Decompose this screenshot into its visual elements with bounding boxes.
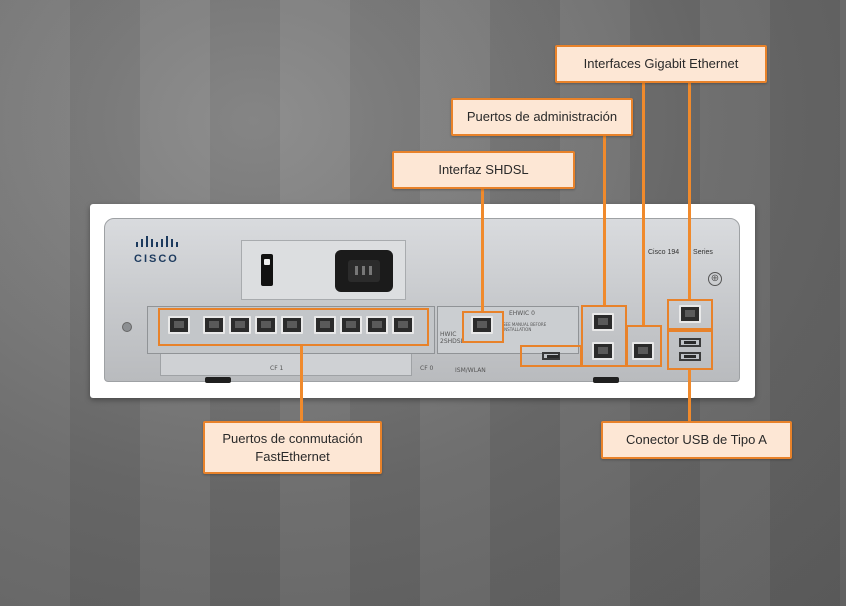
cisco-logo: CISCO	[134, 235, 188, 265]
model-text: Cisco 194 Series	[648, 249, 713, 256]
label-shdsl: Interfaz SHDSL	[392, 151, 575, 189]
shdsl-port[interactable]	[471, 316, 493, 334]
gigabit-line-right	[688, 82, 691, 299]
fastethernet-highlight	[158, 308, 429, 346]
label-gigabit-ethernet: Interfaces Gigabit Ethernet	[555, 45, 767, 83]
gigabit-highlight-right	[667, 299, 713, 330]
fe-port[interactable]	[340, 316, 362, 334]
gigabit-port-1[interactable]	[679, 305, 701, 323]
foot-right	[593, 377, 619, 383]
fe-port[interactable]	[229, 316, 251, 334]
foot-left	[205, 377, 231, 383]
screw-left	[122, 322, 132, 332]
fe-port[interactable]	[392, 316, 414, 334]
fe-port[interactable]	[168, 316, 190, 334]
shdsl-line	[481, 188, 484, 311]
mini-usb-highlight	[520, 345, 582, 367]
ehwic-label: EHWIC 0	[509, 310, 535, 317]
model-name: Cisco 194	[648, 249, 680, 256]
shdsl-module	[437, 306, 579, 354]
console-rj45-port[interactable]	[592, 313, 614, 331]
cisco-wordmark: CISCO	[134, 253, 179, 265]
hwic-label: HWIC	[440, 331, 457, 338]
cisco-bars-icon	[136, 236, 178, 247]
gigabit-line-left	[642, 82, 645, 325]
label-usb-type-a: Conector USB de Tipo A	[601, 421, 792, 459]
gigabit-port-0[interactable]	[632, 342, 654, 360]
label-fastethernet-line2: FastEthernet	[255, 448, 330, 464]
ground-icon: ⊕	[708, 272, 722, 286]
ehwic-note: SEE MANUAL BEFORE INSTALLATION	[503, 322, 547, 332]
label-fastethernet-line1: Puertos de conmutación	[222, 430, 363, 446]
gigabit-highlight-left	[626, 325, 662, 367]
cf1-label: CF 1	[270, 365, 284, 372]
fastethernet-line	[300, 346, 303, 422]
mini-usb-console-port[interactable]	[542, 352, 560, 360]
fe-port[interactable]	[255, 316, 277, 334]
label-fastethernet: Puertos de conmutación FastEthernet	[203, 421, 382, 474]
fe-port[interactable]	[203, 316, 225, 334]
shdsl-highlight	[462, 311, 504, 343]
cf0-label: CF 0	[420, 365, 434, 372]
usb-type-a-port-2[interactable]	[679, 352, 701, 361]
power-inlet-icon	[335, 250, 393, 292]
fe-port[interactable]	[314, 316, 336, 334]
usb-highlight	[667, 330, 713, 370]
usb-line	[688, 370, 691, 422]
lower-module-slot	[160, 352, 412, 376]
power-switch-icon[interactable]	[261, 254, 273, 286]
ism-wlan-label: ISM/WLAN	[455, 367, 486, 374]
fe-port[interactable]	[366, 316, 388, 334]
usb-type-a-port-1[interactable]	[679, 338, 701, 347]
label-management-ports: Puertos de administración	[451, 98, 633, 136]
admin-line	[603, 135, 606, 305]
aux-port[interactable]	[592, 342, 614, 360]
hwic-sub-label: 2SHDSL	[440, 338, 464, 345]
model-series: Series	[693, 249, 713, 256]
fe-port[interactable]	[281, 316, 303, 334]
